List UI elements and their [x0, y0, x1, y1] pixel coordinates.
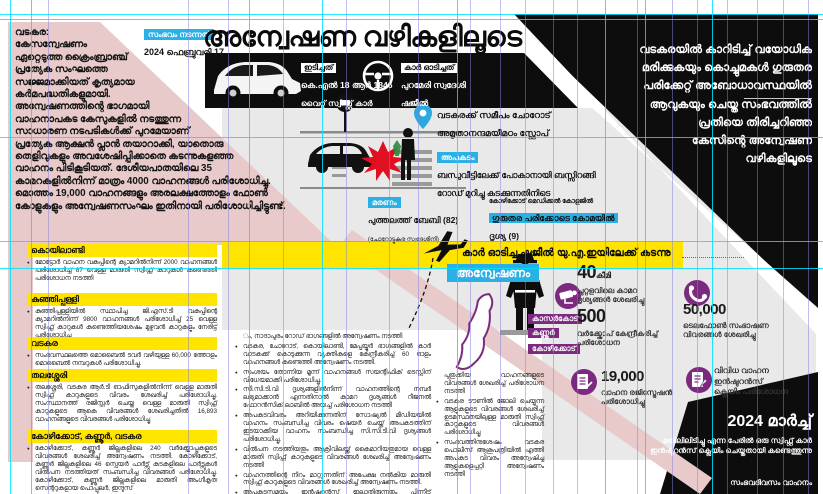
investigation-label-chip: അന്വേഷണം	[447, 264, 540, 283]
section-heading: തലശ്ശേരി	[27, 369, 217, 383]
injured-hospital: കോഴിക്കോട് മെഡിക്കൽ കോളജിൽ	[489, 198, 594, 205]
death-block: മരണം പുത്തലത്ത് ബേബി (82) (ചോറോട്ടുകര സ്…	[368, 192, 458, 246]
section-koyilandy: കൊയിലാണ്ടി മോട്ടോർ വാഹന വകുപ്പിന്റെ ക്യാ…	[27, 244, 217, 285]
district-label-kozhikode: കോഴിക്കോട്	[528, 344, 580, 355]
kerala-map-icon	[455, 293, 494, 371]
march-line2: സംഭവദിവസം വാഹനം	[730, 478, 812, 487]
district-label-kannur: കണ്ണൂർ	[528, 328, 559, 339]
black-car-silhouette	[308, 143, 376, 173]
district-label-kasaragod: കാസർകോട്	[528, 314, 583, 325]
injured-name: ദൃശ്യ (9)	[489, 231, 520, 241]
section-bullet: തലശ്ശേരി, വടകര ആർ.ടി ഓഫിസുകളിൽനിന്ന് വെള…	[27, 384, 217, 424]
pink-diagonal-stripe	[340, 230, 712, 494]
section-kozhikode-kannur-vadakara: കോഴിക്കോട്, കണ്ണൂർ, വടകര കോഴിക്കോട്, കണ്…	[27, 430, 217, 494]
section-bullet: കുഞ്ഞിപ്പള്ളിയിൽ സ്ഥാപിച്ച ജി.എസ്.ടി വകു…	[27, 308, 217, 340]
driver-origin: പുറമേരി സ്വദേശി	[401, 80, 466, 90]
page-title: അന്വേഷണ വഴികളിലൂടെ	[203, 21, 522, 52]
list-item: സംഭവത്തിനുശേഷം വടകര പൊലീസ് ആശുപത്രിയിൽ എ…	[436, 439, 544, 479]
list-item: വാഹനത്തിന്റെ നിറം മാറ്റുന്നതിന് അപേക്ഷ ന…	[235, 472, 431, 488]
event-date: 2024 ഫെബ്രുവരി 17	[144, 47, 224, 57]
stat-500: 500 വർക്ക്ഷോപ് കേന്ദ്രീകരിച്ച്പരിശോധന	[577, 306, 659, 348]
pedestrian-silhouette	[393, 128, 415, 180]
section-vadakara: വടകര സംഭവസ്ഥലത്തെ മൊബൈൽ ടവർ വഴിയുള്ള 60,…	[27, 337, 217, 370]
top-right-black-triangle	[508, 14, 818, 312]
accident-label-chip: അപകടം	[437, 152, 479, 164]
section-heading: കൊയിലാണ്ടി	[27, 244, 217, 258]
section-bullet: സംഭവസ്ഥലത്തെ മൊബൈൽ ടവർ വഴിയുള്ള 60,000 ത…	[27, 352, 217, 368]
insurance-claim-icon	[686, 367, 712, 393]
section-thalassery: തലശ്ശേരി തലശ്ശേരി, വടകര ആർ.ടി ഓഫിസുകളിൽന…	[27, 369, 217, 426]
right-intro-text: വടകരയിൽ കാറിടിച്ച് വയോധിക മരിക്കുകയും കൊ…	[597, 41, 812, 253]
location-line2: അമൃതാനന്ദമയീമഠം സ്റ്റോപ്	[437, 128, 549, 138]
bottom-right-black-triangle	[660, 372, 818, 494]
event-label-chip: സംഭവം നടന്നത്	[144, 29, 214, 41]
policeman-base	[500, 330, 555, 335]
hit-vehicle-number: കെ.എൽ 18 ആർ 1846	[301, 80, 393, 90]
accident-line1: ബന്ധുവീട്ടിലേക്ക് പോകാനായി ബസ്സിറങ്ങി	[437, 170, 596, 180]
stat-40km-unit: കീമി	[596, 271, 611, 280]
accident-line2: റോഡ് മുറിച്ചു കടക്കുന്നതിനിടെ	[437, 188, 551, 198]
section-kunjippally: കുഞ്ഞിപ്പള്ളി കുഞ്ഞിപ്പള്ളിയിൽ സ്ഥാപിച്ച…	[27, 293, 217, 342]
dotted-separator	[682, 257, 744, 258]
list-item: വടകര, ചോറോട്, കൊയിലാണ്ടി, മേപ്പയ്യൂർ ഭാഗ…	[235, 343, 431, 367]
hit-vehicle-type: വൈറ്റ് സ്വിഫ്റ്റ് കാർ	[301, 99, 373, 108]
march-text: മതിലിലിടിച്ചു എന്ന പേരിൽ ഒരു സ്വിഫ്റ്റ് …	[650, 436, 812, 455]
march-title: 2024 മാർച്ച്	[727, 413, 812, 430]
lead-paragraph: വടകര: കേസന്വേഷണം ഏറ്റെടുത്ത ക്രൈംബ്രാഞ്ച…	[15, 27, 315, 217]
airplane-icon	[423, 231, 469, 263]
road-line-bottom	[300, 187, 466, 189]
list-item: അപകടസമയം ഇൻഷുറൻസ് ഇല്ലാതിരുന്നതും പിന്നീ…	[235, 489, 431, 494]
sign-pole	[344, 106, 347, 132]
driver-label-chip: കാർ ഓടിച്ചത്	[401, 63, 458, 73]
list-item: വടകര ടൗണിൽ ജോലി ചെയ്യുന്ന ആളുകളുടെ വിവരങ…	[436, 398, 544, 438]
death-label-chip: മരണം	[368, 197, 401, 209]
list-item: ം, നാദാപുരം റോഡ് ഭാഗങ്ങളിൽ അന്വേഷണം നടത്…	[243, 333, 403, 340]
road-sign-glyph	[340, 100, 350, 105]
cctv-camera-icon	[555, 283, 581, 309]
driver-block: കാർ ഓടിച്ചത് പുറമേരി സ്വദേശി ഷജീൽ	[401, 57, 466, 111]
section-heading: വടകര	[27, 337, 217, 351]
injured-status-chip: ഗുരുതര പരിക്കോടെ കോമയിൽ	[489, 213, 618, 224]
location-line1: വടകരക്ക് സമീപം ചോറോട്	[437, 110, 551, 120]
injured-block: കോഴിക്കോട് മെഡിക്കൽ കോളജിൽ ഗുരുതര പരിക്ക…	[489, 190, 618, 244]
road-line-top	[300, 131, 462, 134]
escape-text: കാർ ഓടിച്ച ഷജീൽ യു.എ.ഇയിലേക്ക് കടന്നു	[462, 247, 671, 259]
registration-document-icon	[571, 369, 597, 395]
driver-name: ഷജീൽ	[401, 98, 429, 108]
mid-bullet-list: ം, നാദാപുരം റോഡ് ഭാഗങ്ങളിൽ അന്വേഷണം നടത്…	[235, 333, 431, 494]
list-item: സി.സി.ടി.വി ദൃശ്യങ്ങളിൽനിന്ന് വാഹനത്തിന്…	[235, 386, 431, 410]
investigation-label-block: അന്വേഷണം	[447, 264, 540, 283]
white-swift-car	[214, 62, 301, 101]
divider-line	[744, 98, 812, 99]
right-bullet-list: പുതുക്കിയ വാഹനങ്ങളുടെ വിവരങ്ങൾ ശേഖരിച്ച്…	[436, 372, 544, 481]
location-block: വടകരക്ക് സമീപം ചോറോട് അമൃതാനന്ദമയീമഠം സ്…	[437, 105, 551, 141]
event-date-block: സംഭവം നടന്നത് 2024 ഫെബ്രുവരി 17	[144, 24, 224, 60]
accident-illustration	[300, 94, 466, 189]
section-bullet: മോട്ടോർ വാഹന വകുപ്പിന്റെ ക്യാമറിൽനിന്ന് …	[27, 259, 217, 283]
pink-triangle	[33, 22, 335, 245]
death-victim-note: (ചോറോട്ടുകര സ്വദേശിനി)	[368, 237, 439, 243]
flight-trajectory-dashes	[407, 257, 434, 331]
section-bullet: കോഴിക്കോട്, കണ്ണൂർ ജില്ലകളിലെ 240 വർക്ക്…	[27, 445, 217, 492]
hit-vehicle-block: ഇടിച്ചത് കെ.എൽ 18 ആർ 1846 വൈറ്റ് സ്വിഫ്റ…	[301, 57, 393, 111]
list-item: വിൽപന നടത്തിയതും ആക്രിവിലയ്ക്ക് കൈമാറിയത…	[235, 446, 431, 470]
list-item: അപകടവിവരം അറിയിക്കുന്നതിന് സോഷ്യൽ മീഡിയയ…	[235, 412, 431, 444]
death-victim-name: പുത്തലത്ത് ബേബി (82)	[368, 215, 459, 225]
list-item: പുതുക്കിയ വാഹനങ്ങളുടെ വിവരങ്ങൾ ശേഖരിച്ച്…	[444, 372, 544, 395]
section-heading: കോഴിക്കോട്, കണ്ണൂർ, വടകര	[27, 430, 217, 444]
section-heading: കുഞ്ഞിപ്പള്ളി	[27, 293, 217, 307]
list-item: സംശയം തോന്നിയ മൂന്ന് വാഹനങ്ങൾ സയന്റിഫിക്…	[235, 369, 431, 385]
hit-label-chip: ഇടിച്ചത്	[301, 63, 337, 73]
